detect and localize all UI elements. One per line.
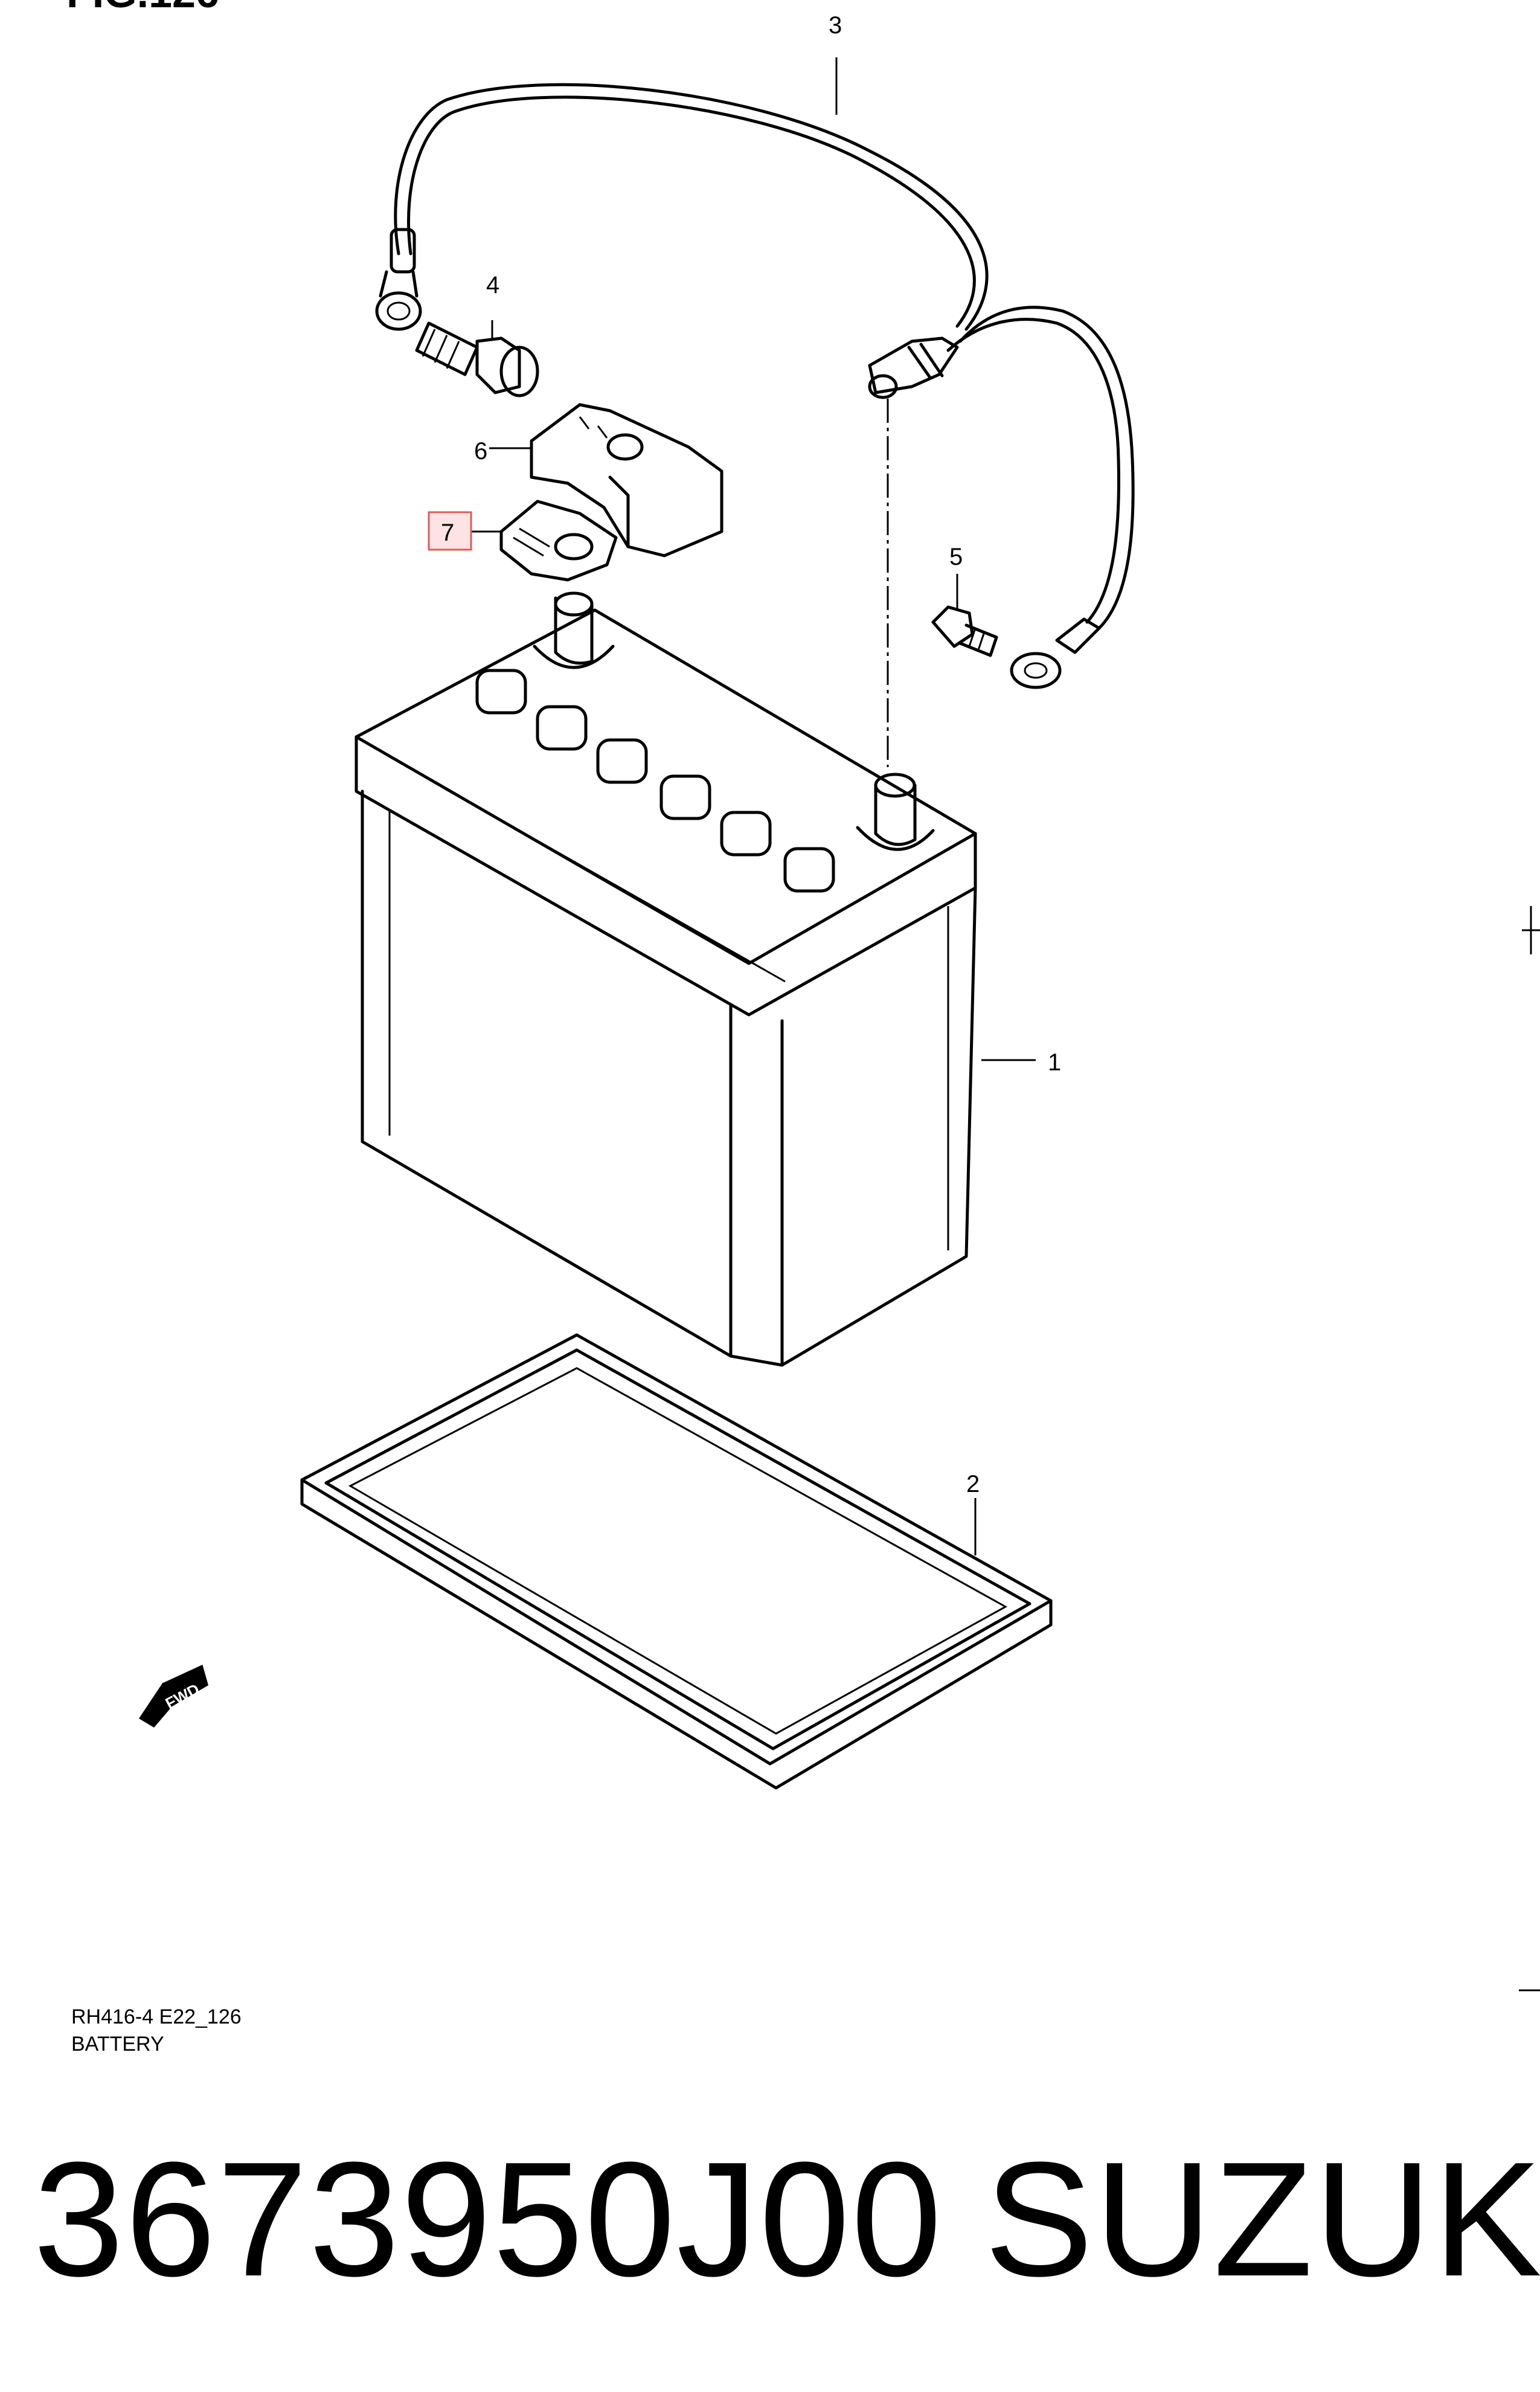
callout-7-highlight <box>428 511 472 551</box>
cable-assembly[interactable] <box>375 83 1135 767</box>
callout-5: 5 <box>949 544 963 570</box>
callout-4: 4 <box>486 272 499 298</box>
battery-exploded-diagram: FIG.126 <box>66 0 1540 1992</box>
terminal-cover-part-6[interactable] <box>530 403 723 558</box>
terminal-clamp-part-7[interactable] <box>499 500 618 582</box>
bolt-part-4[interactable] <box>415 321 539 397</box>
forward-direction-marker: FWD <box>139 1664 208 1728</box>
diagram-name: BATTERY <box>71 2033 164 2056</box>
diagram-code: RH416-4 E22_126 <box>71 2005 242 2028</box>
callout-7: 7 <box>441 519 454 546</box>
battery-tray-part-2[interactable] <box>300 1333 1053 1790</box>
brand-name: SUZUKI <box>984 2129 1540 2310</box>
figure-label: FIG.126 <box>66 0 219 16</box>
callout-2: 2 <box>966 1471 980 1497</box>
callout-1: 1 <box>1048 1049 1061 1076</box>
battery-part-1[interactable] <box>355 591 977 1367</box>
callout-6: 6 <box>474 438 487 465</box>
callout-3: 3 <box>829 12 842 39</box>
bolt-part-5[interactable] <box>931 605 998 657</box>
part-number: 3673950J00 <box>33 2129 943 2310</box>
